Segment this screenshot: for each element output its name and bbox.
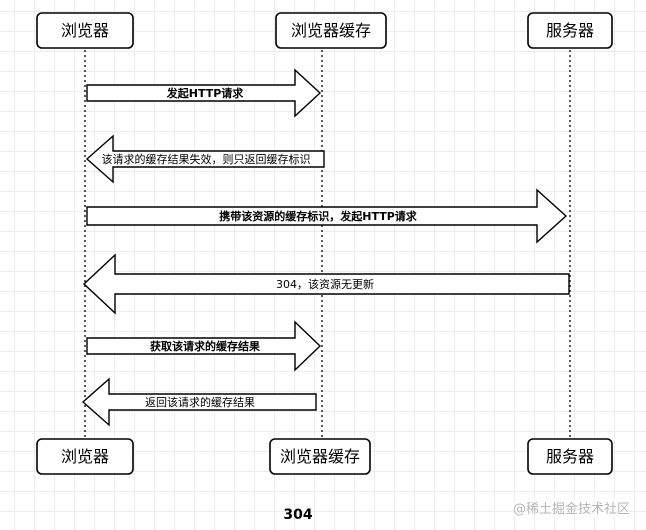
message-label: 发起HTTP请求 xyxy=(166,86,245,100)
actor-box xyxy=(527,12,613,49)
actor-box xyxy=(269,438,371,475)
actor-browser-top: 浏览器 xyxy=(36,12,134,49)
message-5: 获取该请求的缓存结果 xyxy=(86,320,322,372)
actor-label: 服务器 xyxy=(546,21,594,40)
message-label: 该请求的缓存结果失效，则只返回缓存标识 xyxy=(102,152,311,166)
actor-cache-bottom: 浏览器缓存 xyxy=(269,438,371,475)
message-label: 304，该资源无更新 xyxy=(276,277,374,291)
arrow-shape xyxy=(81,377,317,427)
message-1: 发起HTTP请求 xyxy=(86,68,322,118)
arrow-shape xyxy=(86,188,568,244)
arrow-shape xyxy=(85,134,325,184)
actors-top: 浏览器 浏览器缓存 服务器 xyxy=(36,12,613,49)
actor-label: 浏览器缓存 xyxy=(280,447,360,466)
messages: 发起HTTP请求 该请求的缓存结果失效，则只返回缓存标识 携带该资源的缓存标识，… xyxy=(81,68,570,427)
actor-label: 浏览器缓存 xyxy=(291,21,371,40)
arrow-shape xyxy=(86,320,322,372)
lifelines xyxy=(84,50,571,438)
watermark: @稀土掘金技术社区 xyxy=(512,498,630,517)
actors-bottom: 浏览器 浏览器缓存 服务器 xyxy=(36,438,613,475)
message-4: 304，该资源无更新 xyxy=(82,253,570,315)
actor-cache-top: 浏览器缓存 xyxy=(275,12,387,49)
actor-box xyxy=(275,12,387,49)
actor-server-bottom: 服务器 xyxy=(527,438,613,475)
actor-box xyxy=(36,438,134,475)
actor-label: 浏览器 xyxy=(61,447,109,466)
arrow-shape xyxy=(86,68,322,118)
message-label: 返回该请求的缓存结果 xyxy=(145,395,255,409)
actor-label: 服务器 xyxy=(546,447,594,466)
actor-server-top: 服务器 xyxy=(527,12,613,49)
message-6: 返回该请求的缓存结果 xyxy=(81,377,317,427)
message-label: 携带该资源的缓存标识，发起HTTP请求 xyxy=(219,209,418,223)
actor-label: 浏览器 xyxy=(61,21,109,40)
diagram-caption: 304 xyxy=(283,507,313,523)
message-3: 携带该资源的缓存标识，发起HTTP请求 xyxy=(86,188,568,244)
arrow-shape xyxy=(82,253,570,315)
actor-box xyxy=(36,12,134,49)
actor-browser-bottom: 浏览器 xyxy=(36,438,134,475)
message-label: 获取该请求的缓存结果 xyxy=(150,339,260,353)
actor-box xyxy=(527,438,613,475)
message-2: 该请求的缓存结果失效，则只返回缓存标识 xyxy=(85,134,325,184)
